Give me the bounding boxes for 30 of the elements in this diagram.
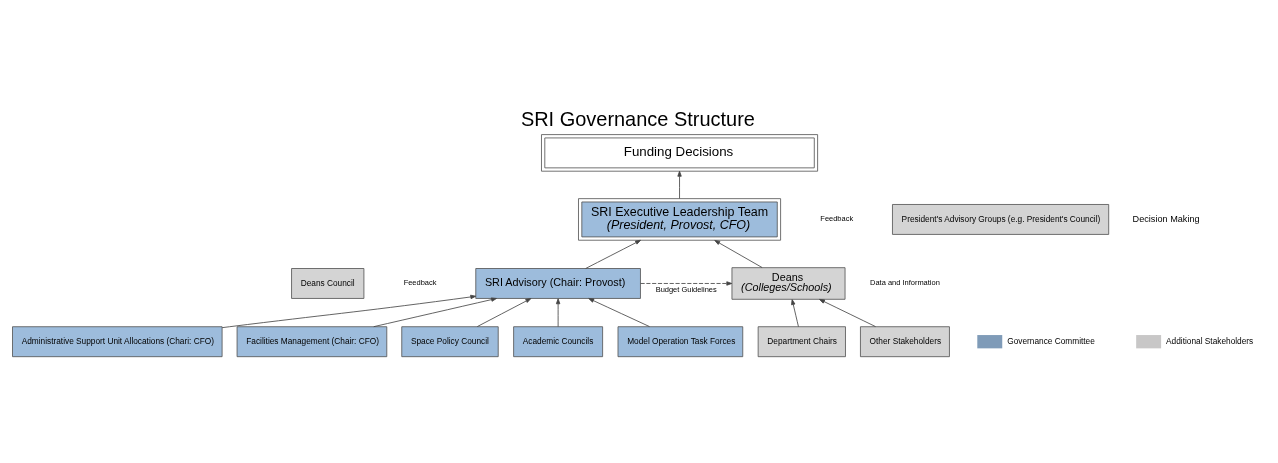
node-box: Model Operation Task Forces: [617, 326, 744, 358]
node-box: Other Stakeholders: [860, 326, 950, 358]
node-box: SRI Advisory (Chair: Provost): [475, 268, 641, 299]
arrow: [819, 298, 876, 327]
legend-label: Governance Committee: [1007, 335, 1095, 346]
arrow: [555, 298, 561, 327]
arrow: [640, 281, 733, 286]
node-box: Academic Councils: [513, 326, 604, 358]
arrow: [221, 294, 477, 329]
arrow: [588, 298, 650, 327]
label: Feedback: [820, 214, 854, 224]
label: Data and Information: [870, 278, 940, 288]
edge-label: Budget Guidelines: [655, 284, 717, 294]
diagram-title: SRI Governance Structure: [520, 107, 755, 130]
node-box: President's Advisory Groups (e.g. President's Council): [892, 204, 1110, 235]
node-box: Department Chairs: [757, 326, 846, 358]
arrow: [476, 298, 532, 327]
arrow: [677, 170, 682, 199]
label: Decision Making: [1132, 213, 1200, 224]
node-box: Space Policy Council: [401, 326, 499, 358]
arrow: [585, 239, 641, 269]
legend-label: Additional Stakeholders: [1166, 335, 1254, 346]
label: Feedback: [403, 278, 437, 288]
arrow: [791, 299, 799, 327]
node-box: Deans (Colleges/Schools): [731, 267, 846, 300]
arrow: [714, 240, 763, 268]
node-box: Deans Council: [291, 268, 365, 299]
node-box: Administrative Support Unit Allocations (Chari: CFO): [12, 326, 223, 358]
node-box: Facilities Management (Chair: CFO): [236, 326, 388, 358]
arrow: [373, 297, 497, 328]
